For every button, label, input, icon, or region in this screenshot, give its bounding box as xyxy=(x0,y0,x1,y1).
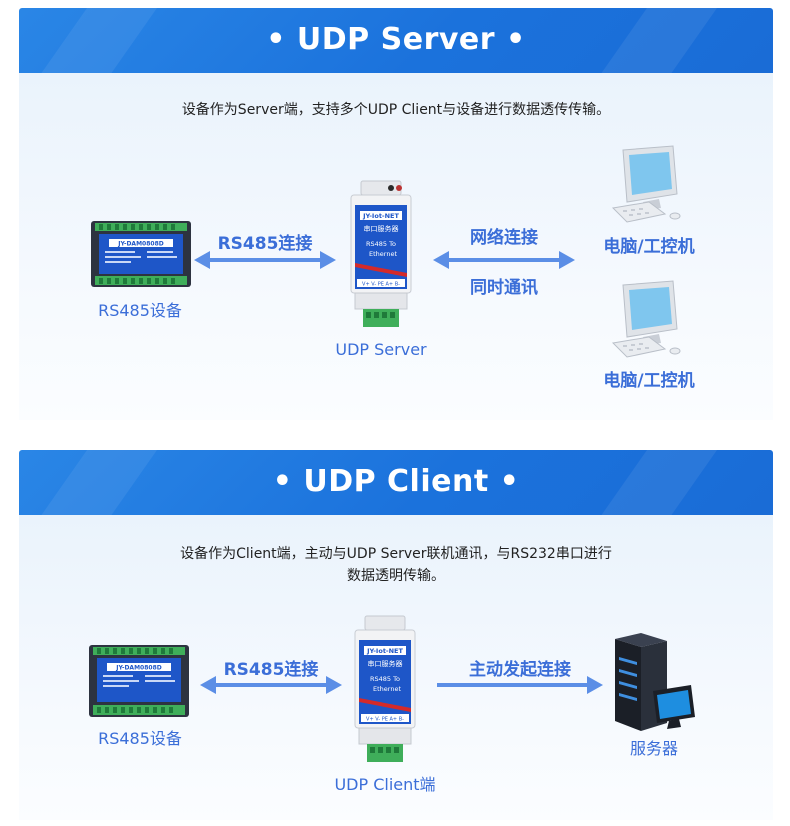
converter-terminal-row-client: V+ V- PE A+ B- xyxy=(366,717,404,723)
converter-line1-client: RS485 To xyxy=(370,675,400,683)
server-label: 服务器 xyxy=(629,739,678,758)
pc-label-2: 电脑/工控机 xyxy=(603,371,695,391)
udp-client-description-line2: 数据透明传输。 xyxy=(347,568,445,584)
udp-server-banner: • UDP Server • xyxy=(19,8,773,73)
udp-server-section: • UDP Server • 设备作为Server端，支持多个UDP Clien… xyxy=(19,8,773,420)
rs485-device-image-client: JY-DAM0808D xyxy=(89,645,189,717)
active-connect-label: 主动发起连接 xyxy=(469,660,571,680)
pc-label-1: 电脑/工控机 xyxy=(603,237,695,257)
network-link-arrow xyxy=(433,251,575,269)
rs485-link-arrow-client xyxy=(200,676,342,694)
converter-brand-client: JY-Iot-NET xyxy=(366,647,403,655)
serial-server-converter-image: JY-Iot-NET 串口服务器 RS485 To Ethernet V+ V-… xyxy=(350,180,412,327)
rs485-link-label: RS485连接 xyxy=(217,234,313,254)
server-icon xyxy=(615,633,695,731)
rs485-link-arrow xyxy=(194,251,336,269)
network-link-label-bottom: 同时通讯 xyxy=(470,278,538,298)
udp-server-panel: 设备作为Server端，支持多个UDP Client与设备进行数据透传传输。 J… xyxy=(19,73,773,420)
udp-client-description-line1: 设备作为Client端，主动与UDP Server联机通讯，与RS232串口进行 xyxy=(180,546,612,562)
udp-client-title: • UDP Client • xyxy=(272,464,520,499)
rs485-link-label-client: RS485连接 xyxy=(223,660,319,680)
converter-terminal-row: V+ V- PE A+ B- xyxy=(362,282,400,288)
udp-server-description: 设备作为Server端，支持多个UDP Client与设备进行数据透传传输。 xyxy=(181,102,611,118)
rs485-device-image: JY-DAM0808D xyxy=(91,221,191,287)
converter-line2-client: Ethernet xyxy=(373,685,401,693)
udp-client-panel: 设备作为Client端，主动与UDP Server联机通讯，与RS232串口进行… xyxy=(19,515,773,820)
pc-computer-icon-2 xyxy=(611,280,681,358)
udp-client-center-label: UDP Client端 xyxy=(334,775,436,794)
converter-line1: RS485 To xyxy=(366,240,396,248)
rs485-device-label-client: RS485设备 xyxy=(98,729,182,748)
converter-name-client: 串口服务器 xyxy=(368,659,403,668)
pc-computer-icon-1 xyxy=(611,145,681,223)
converter-name: 串口服务器 xyxy=(364,224,399,233)
active-connect-arrow xyxy=(437,676,603,694)
converter-brand: JY-Iot-NET xyxy=(362,212,399,220)
rs485-device-brand-client: JY-DAM0808D xyxy=(115,665,161,672)
udp-server-center-label: UDP Server xyxy=(335,340,427,359)
serial-client-converter-image: JY-Iot-NET 串口服务器 RS485 To Ethernet V+ V-… xyxy=(354,615,416,762)
udp-server-title: • UDP Server • xyxy=(266,22,526,57)
rs485-device-brand: JY-DAM0808D xyxy=(117,241,163,248)
network-link-label-top: 网络连接 xyxy=(470,228,538,248)
converter-line2: Ethernet xyxy=(369,250,397,258)
udp-client-section: • UDP Client • 设备作为Client端，主动与UDP Server… xyxy=(19,450,773,820)
rs485-device-label: RS485设备 xyxy=(98,301,182,320)
udp-client-banner: • UDP Client • xyxy=(19,450,773,515)
